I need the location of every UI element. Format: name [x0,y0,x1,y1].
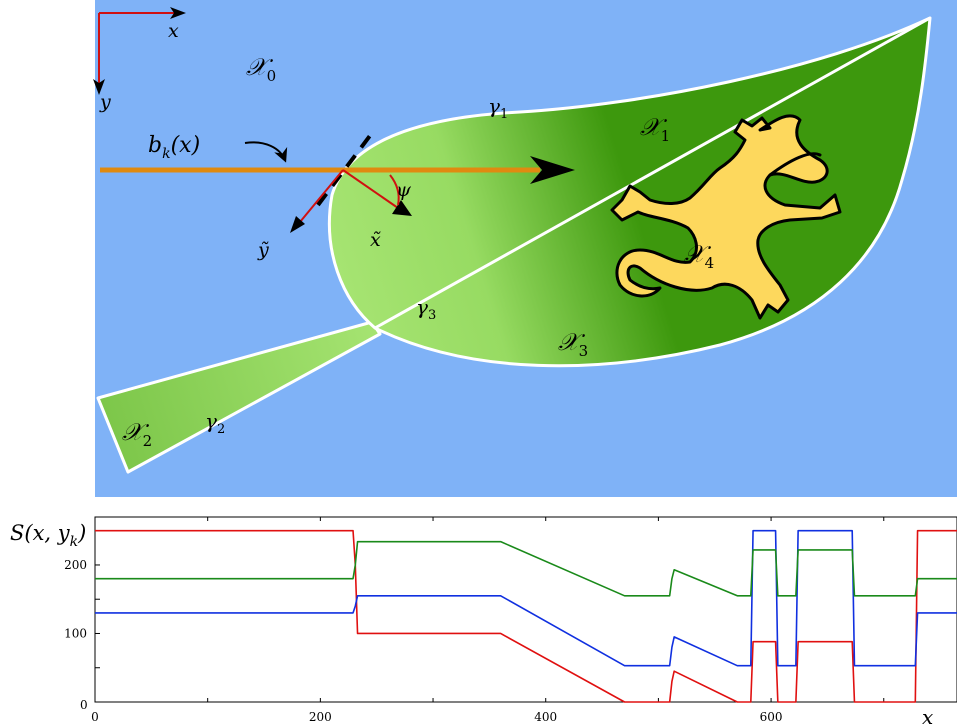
tangent-line [316,131,374,207]
beam-label: bk(x) [148,133,200,162]
signal-plot: 0 200 400 600 100 200 S(x, yk) x 0 [10,516,957,728]
gamma3-label: γ3 [416,295,436,323]
y-tilde-label: ỹ [257,239,269,261]
gamma2-label: γ2 [205,409,225,437]
stem-region [96,320,382,474]
y-tick-label: 100 [64,626,87,640]
x-tick-label: 200 [309,710,332,724]
series-line-2 [95,529,957,667]
series-line-1 [95,529,957,703]
plot-ylabel: S(x, yk) [10,521,86,550]
plot-origin-label: 0 [80,698,88,712]
midrib-line [374,16,931,330]
x-tick-label: 600 [760,710,783,724]
gecko-shape [610,114,842,320]
x-axis-label: x [168,20,179,42]
psi-label: ψ [396,179,412,201]
coordinate-axes [93,7,186,95]
beam-curved-arrow [244,141,288,163]
beam-arrowhead [530,156,575,184]
y-axis-label: y [99,91,111,113]
plot-xlabel: x [922,705,933,728]
x-tick-label: 0 [91,710,99,724]
series-line-3 [95,540,957,597]
gamma1-label: γ1 [488,94,508,122]
plot-frame [94,516,957,703]
x-tilde-label: x̃ [370,229,381,251]
leaf-gecko-diagram: x y 𝒳0 𝒳1 𝒳2 𝒳3 𝒳4 γ1 γ2 γ3 bk(x) x̃ ỹ ψ [93,0,957,497]
plot-lines [95,529,957,703]
x-tick-label: 400 [534,710,557,724]
local-frame [290,169,412,233]
y-tick-label: 200 [64,558,87,572]
plot-ticks: 0 200 400 600 100 200 [64,517,885,724]
